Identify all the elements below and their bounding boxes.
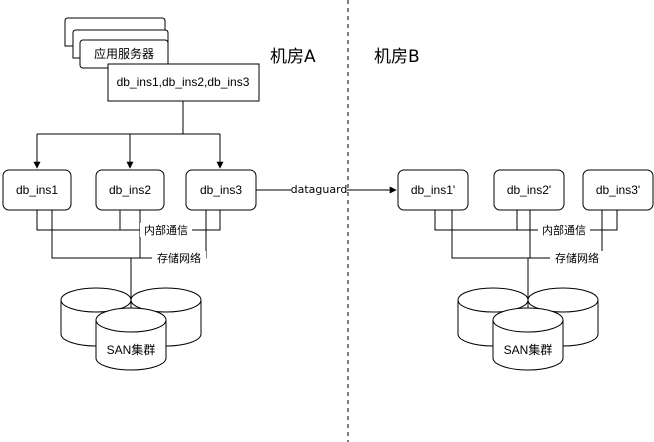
- app-server-instances-label: db_ins1,db_ins2,db_ins3: [117, 75, 250, 89]
- room-b-title: 机房B: [374, 47, 420, 67]
- room-a-title: 机房A: [270, 47, 316, 67]
- replication-label: dataguard: [291, 183, 348, 196]
- room-a-san-label: SAN集群: [107, 342, 156, 357]
- svg-text:db_ins1': db_ins1': [411, 183, 455, 197]
- room-a-internal-comm-label: 内部通信: [144, 223, 188, 237]
- room-b-san-cluster: [457, 287, 599, 371]
- svg-text:db_ins3: db_ins3: [200, 183, 242, 197]
- room-a-san-cluster: [60, 287, 202, 371]
- room-b-storage-network-label: 存储网络: [555, 251, 599, 265]
- app-server-stack: 应用服务器 db_ins1,db_ins2,db_ins3: [64, 17, 260, 102]
- room-a-node-3: db_ins3: [185, 169, 257, 211]
- app-server-label: 应用服务器: [94, 46, 154, 61]
- room-a-storage-network-label: 存储网络: [157, 251, 201, 265]
- app-server-instances-box: [107, 63, 260, 102]
- svg-text:db_ins1: db_ins1: [16, 183, 58, 197]
- room-b-network-lines: [434, 210, 618, 305]
- room-b-internal-comm-label: 内部通信: [542, 223, 586, 237]
- app-to-nodes-connector: [33, 101, 224, 169]
- svg-text:db_ins2': db_ins2': [507, 183, 551, 197]
- svg-text:db_ins3': db_ins3': [596, 183, 640, 197]
- room-a-network-lines: [36, 210, 221, 305]
- svg-text:db_ins2: db_ins2: [109, 183, 151, 197]
- room-a-node-2: db_ins2: [95, 169, 165, 211]
- room-b-node-3: db_ins3': [582, 169, 654, 211]
- room-b-san-label: SAN集群: [504, 342, 553, 357]
- room-b-node-2: db_ins2': [493, 169, 565, 211]
- room-a-node-1: db_ins1: [2, 169, 72, 211]
- room-b-node-1: db_ins1': [397, 169, 469, 211]
